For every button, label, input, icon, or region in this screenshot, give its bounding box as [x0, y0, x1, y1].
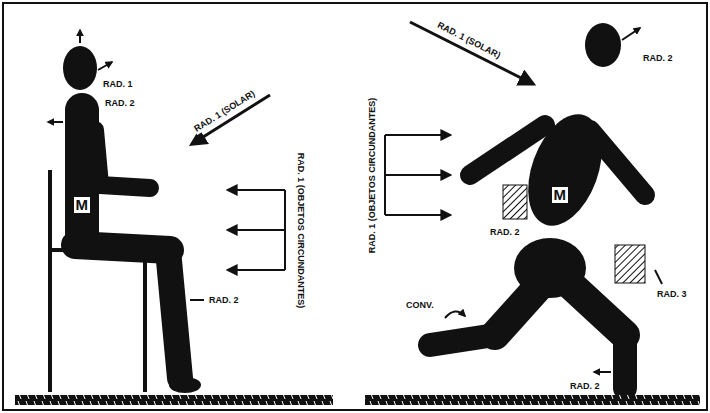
- metabolism-mark: M: [74, 197, 91, 213]
- radiation-label: RAD. 1: [102, 79, 134, 90]
- radiation-label: RAD. 2: [104, 98, 136, 109]
- radiation-label: RAD. 2: [208, 295, 240, 306]
- solar-radiation-label: RAD. 1 (SOLAR): [192, 87, 258, 134]
- radiation-label: RAD. 2: [569, 381, 601, 392]
- metabolism-mark: M: [552, 187, 569, 203]
- radiation-label: RAD. 3: [656, 289, 688, 300]
- radiation-label: RAD. 2: [642, 53, 674, 64]
- convection-label: CONV.: [405, 300, 435, 311]
- radiation-label: RAD. 2: [489, 227, 521, 238]
- surroundings-radiation-label: RAD. 1 (OBJETOS CIRCUNDANTES): [367, 96, 378, 253]
- surroundings-radiation-label: RAD. 1 (OBJETOS CIRCUNDANTES): [295, 151, 306, 308]
